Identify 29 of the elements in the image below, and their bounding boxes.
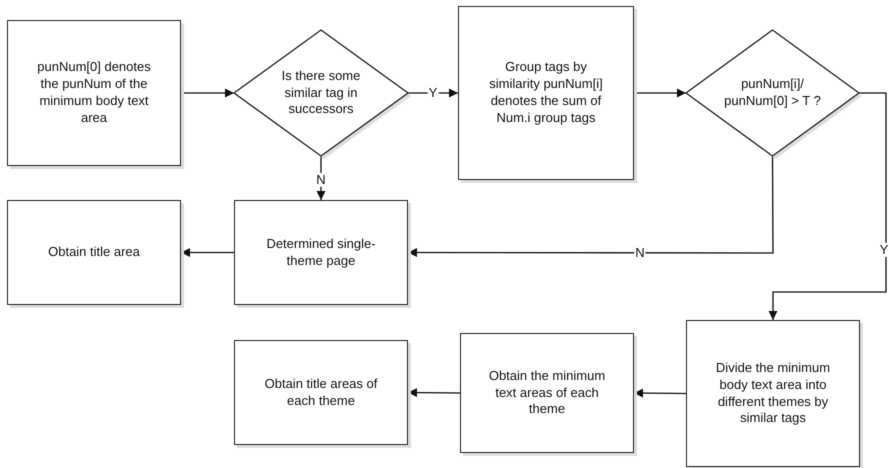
edge-label: N bbox=[315, 172, 327, 188]
node-text: Determined single-theme page bbox=[265, 236, 377, 270]
node-text: punNum[i]/ punNum[0] > T ? bbox=[723, 76, 822, 110]
edge-label: Y bbox=[878, 242, 889, 258]
arrow bbox=[181, 88, 234, 98]
arrow bbox=[181, 248, 234, 257]
process-box bbox=[458, 6, 634, 180]
arrow bbox=[408, 388, 460, 398]
arrow bbox=[316, 156, 326, 200]
node-text: Group tags by similarity punNum[i] denotes the sum of Num.i group tags bbox=[488, 59, 604, 127]
node-text: Divide the minimum body text area into different themes by similar tags bbox=[714, 360, 832, 428]
process-box bbox=[234, 200, 408, 305]
node-text: Is there some similar tag in successors bbox=[280, 68, 362, 118]
process-box bbox=[7, 20, 181, 166]
process-box bbox=[234, 340, 408, 445]
node-text: Obtain title areas of each theme bbox=[264, 376, 378, 410]
arrow bbox=[408, 156, 774, 257]
arrow bbox=[634, 88, 686, 98]
decision-diamond bbox=[686, 30, 859, 156]
decision-diamond bbox=[234, 30, 408, 156]
arrow bbox=[634, 388, 686, 398]
node-text: Obtain title area bbox=[47, 244, 141, 261]
process-box bbox=[7, 200, 181, 305]
node-text: punNum[0] denotes the punNum of the minimum body text area bbox=[36, 59, 152, 127]
arrow bbox=[408, 88, 458, 98]
process-box bbox=[686, 320, 860, 467]
node-text: Obtain the minimum text areas of each theme bbox=[488, 368, 606, 418]
arrow bbox=[768, 92, 887, 320]
process-box bbox=[460, 333, 634, 453]
